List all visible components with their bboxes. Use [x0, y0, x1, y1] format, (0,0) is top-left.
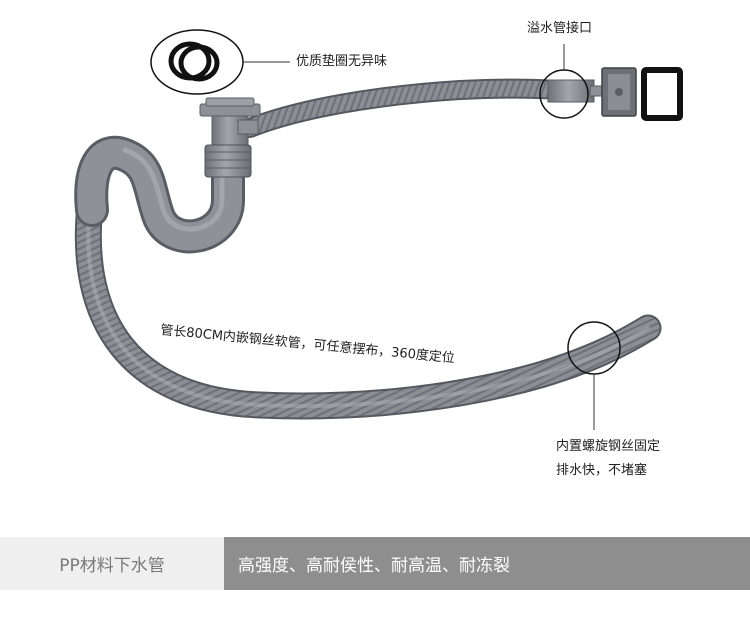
s-trap [74, 133, 245, 254]
gasket-callout: 优质垫圈无异味 [296, 54, 388, 69]
corrugated-hose [74, 191, 662, 420]
spiral-callout-line1: 内置螺旋钢丝固定 [556, 439, 661, 454]
drain-fitting [199, 97, 261, 178]
spiral-callout-line2: 排水快，不堵塞 [556, 463, 648, 478]
overflow-hose [240, 78, 570, 138]
product-name: PP材料下水管 [0, 537, 224, 590]
gasket-frame [641, 67, 683, 121]
gasket-highlight-ellipse [150, 29, 244, 95]
overflow-port-callout: 溢水管接口 [527, 21, 593, 36]
hose-length-label: 管长80CM内嵌钢丝软管，可任意摆布，360度定位 [160, 322, 456, 366]
overflow-port [547, 67, 637, 117]
spec-bar: PP材料下水管 高强度、高耐侯性、耐高温、耐冻裂 [0, 537, 750, 590]
sealing-rings [168, 41, 220, 82]
product-features: 高强度、高耐侯性、耐高温、耐冻裂 [224, 537, 750, 590]
